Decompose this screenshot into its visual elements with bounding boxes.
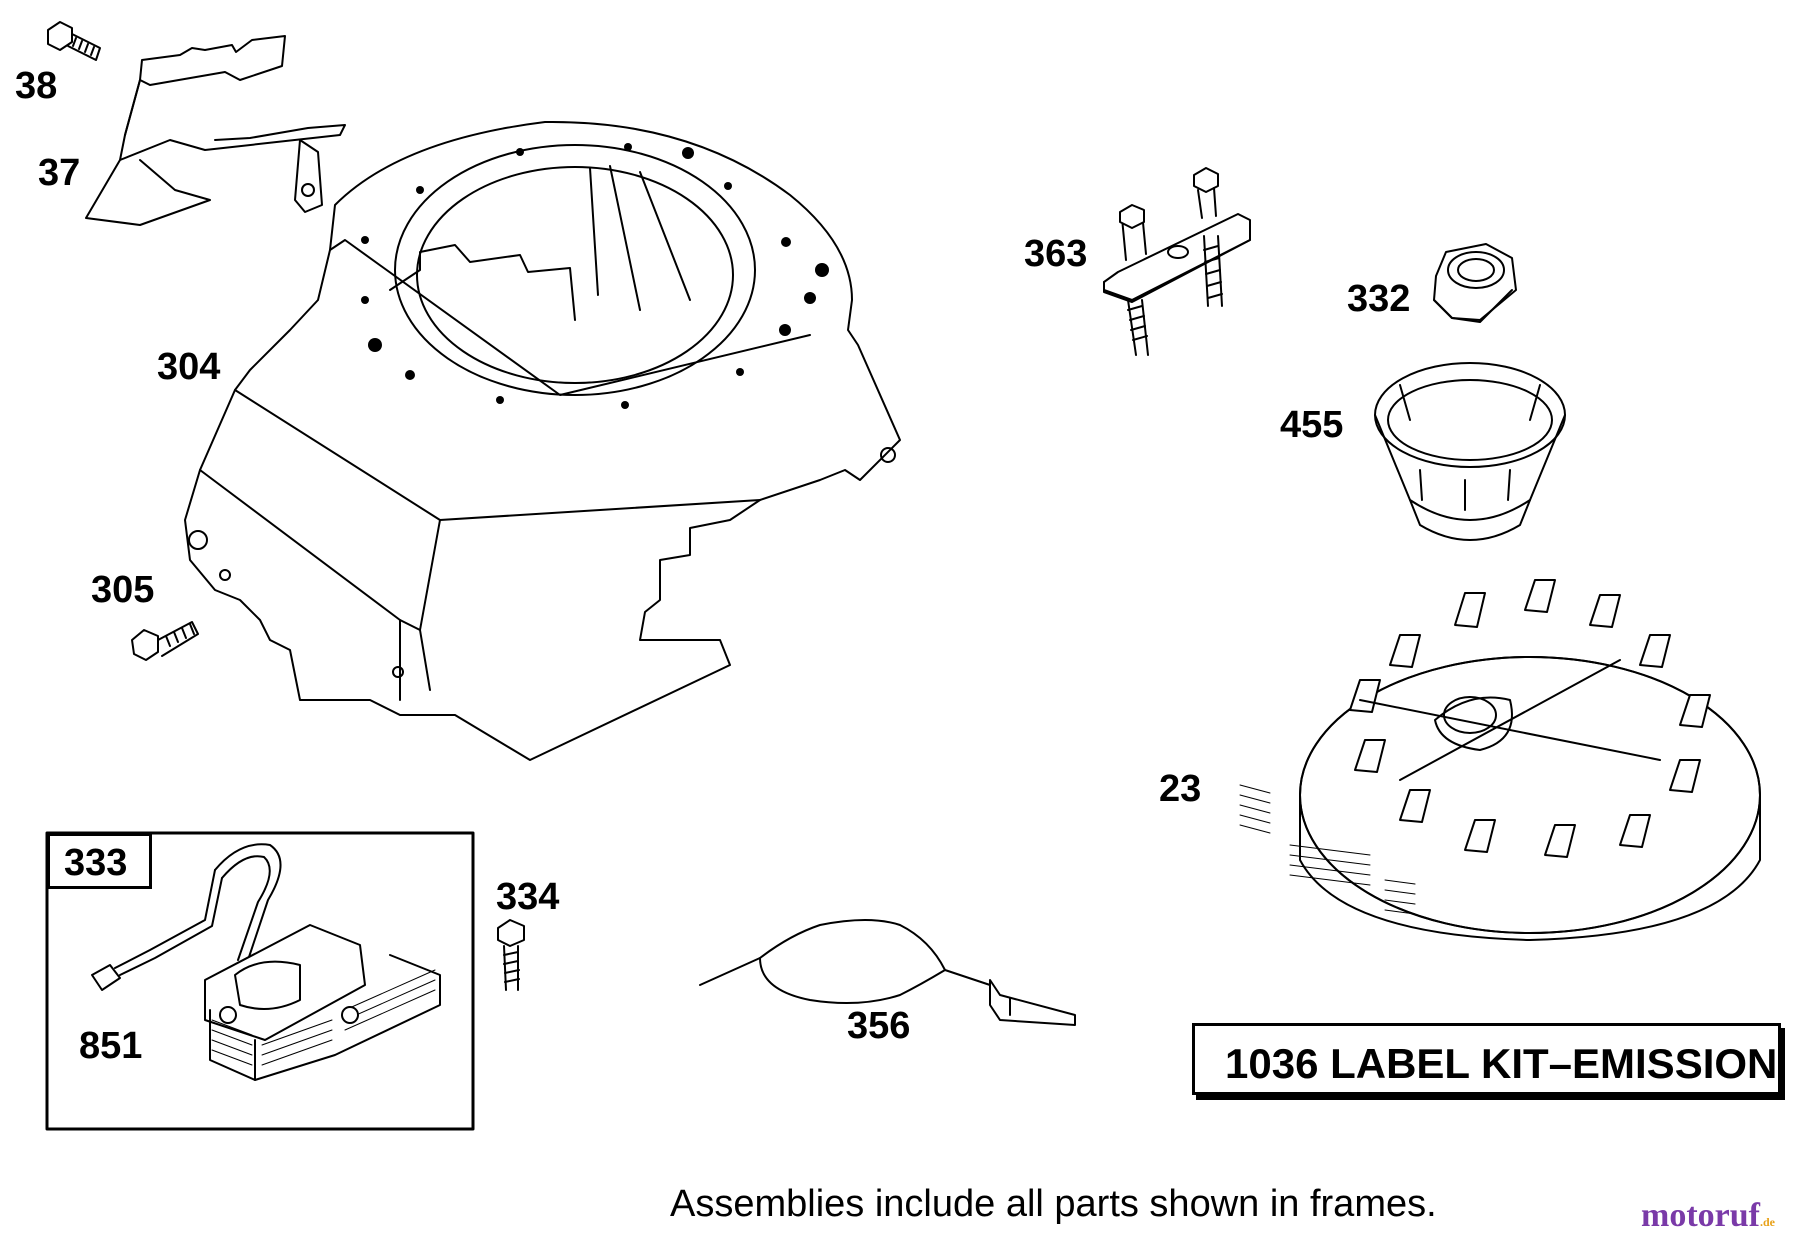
part-label-37: 37 (38, 152, 81, 194)
nut-332-drawing (1433, 243, 1517, 323)
part-label-455: 455 (1280, 404, 1344, 446)
ground-wire-356-drawing (699, 919, 1076, 1026)
part-label-334: 334 (496, 876, 560, 918)
screw-305-drawing (131, 621, 199, 661)
armature-333-drawing (91, 843, 441, 1081)
part-label-333: 333 (64, 842, 128, 884)
part-label-851: 851 (79, 1025, 143, 1067)
screw-334-drawing (497, 919, 525, 991)
part-label-304: 304 (157, 346, 221, 388)
part-label-38: 38 (15, 65, 58, 107)
part-label-305: 305 (91, 569, 155, 611)
label-kit-box: 1036 LABEL KIT–EMISSION (1192, 1023, 1781, 1095)
blower-housing-304-drawing (184, 120, 901, 761)
watermark-logo: motoruf.de (1641, 1197, 1775, 1235)
cup-455-drawing (1374, 362, 1566, 541)
armature-frame-label: 333 (47, 833, 152, 889)
armature-frame (45, 831, 475, 1131)
bracket-363-drawing (1103, 167, 1251, 356)
part-label-356: 356 (847, 1005, 911, 1047)
part-label-23: 23 (1159, 768, 1202, 810)
baffle-37-drawing (85, 35, 346, 226)
part-label-332: 332 (1347, 278, 1411, 320)
watermark-main: motoruf (1641, 1197, 1760, 1234)
watermark-suffix: .de (1759, 1215, 1775, 1229)
part-label-363: 363 (1024, 233, 1088, 275)
bolt-38-drawing (47, 21, 101, 61)
footnote: Assemblies include all parts shown in fr… (670, 1183, 1437, 1225)
flywheel-23-drawing (1239, 579, 1761, 941)
label-kit-text: 1036 LABEL KIT–EMISSION (1225, 1040, 1778, 1087)
